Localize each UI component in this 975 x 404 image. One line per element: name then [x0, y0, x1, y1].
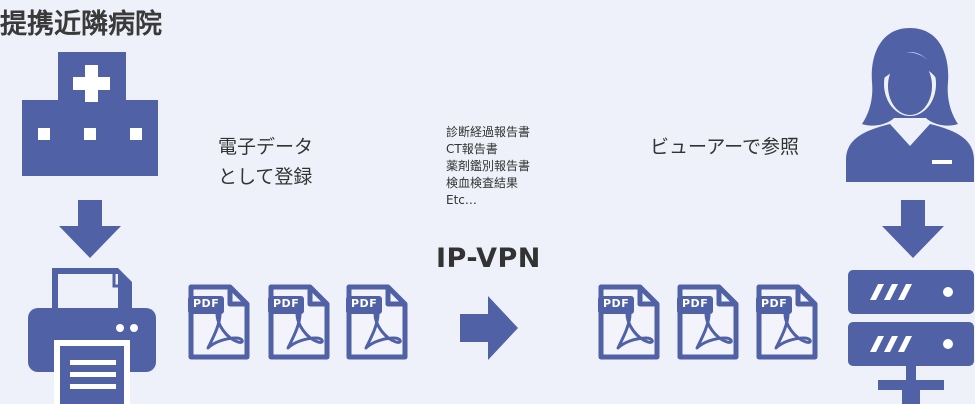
report-item: Etc…: [446, 193, 477, 207]
pdf-file-icon: PDF: [268, 284, 330, 360]
report-item: 薬剤鑑別報告書: [446, 159, 531, 173]
pdf-badge: PDF: [682, 297, 709, 310]
report-item: 診断経過報告書: [446, 125, 531, 139]
report-item: CT報告書: [446, 142, 498, 156]
pdf-file-icon: PDF: [598, 284, 660, 360]
pdf-file-icon: PDF: [346, 284, 408, 360]
arrow-right-icon: [460, 296, 518, 360]
pdf-file-icon: PDF: [677, 284, 739, 360]
pdf-file-icon: PDF: [756, 284, 818, 360]
register-label-line-2: として登録: [218, 166, 313, 188]
pdf-badge: PDF: [603, 297, 630, 310]
doctor-icon: [846, 28, 974, 182]
arrow-down-icon: [882, 200, 944, 258]
hospital-icon: [22, 52, 158, 176]
pdf-badge: PDF: [193, 297, 220, 310]
pdf-badge: PDF: [761, 297, 788, 310]
server-icon: [848, 270, 974, 404]
register-label-line-1: 電子データ: [218, 136, 314, 158]
pdf-badge: PDF: [273, 297, 300, 310]
network-label: IP-VPN: [436, 243, 541, 274]
report-list: 診断経過報告書 CT報告書 薬剤鑑別報告書 検血検査結果 Etc…: [446, 124, 530, 209]
viewer-label: ビューアーで参照: [650, 136, 799, 158]
printer-icon: [28, 268, 156, 404]
arrow-down-icon: [59, 200, 121, 258]
register-label: 電子データ として登録: [218, 132, 313, 192]
page-title: 提携近隣病院: [0, 9, 162, 40]
pdf-badge: PDF: [351, 297, 378, 310]
pdf-file-icon: PDF: [188, 284, 250, 360]
report-item: 検血検査結果: [446, 176, 519, 190]
